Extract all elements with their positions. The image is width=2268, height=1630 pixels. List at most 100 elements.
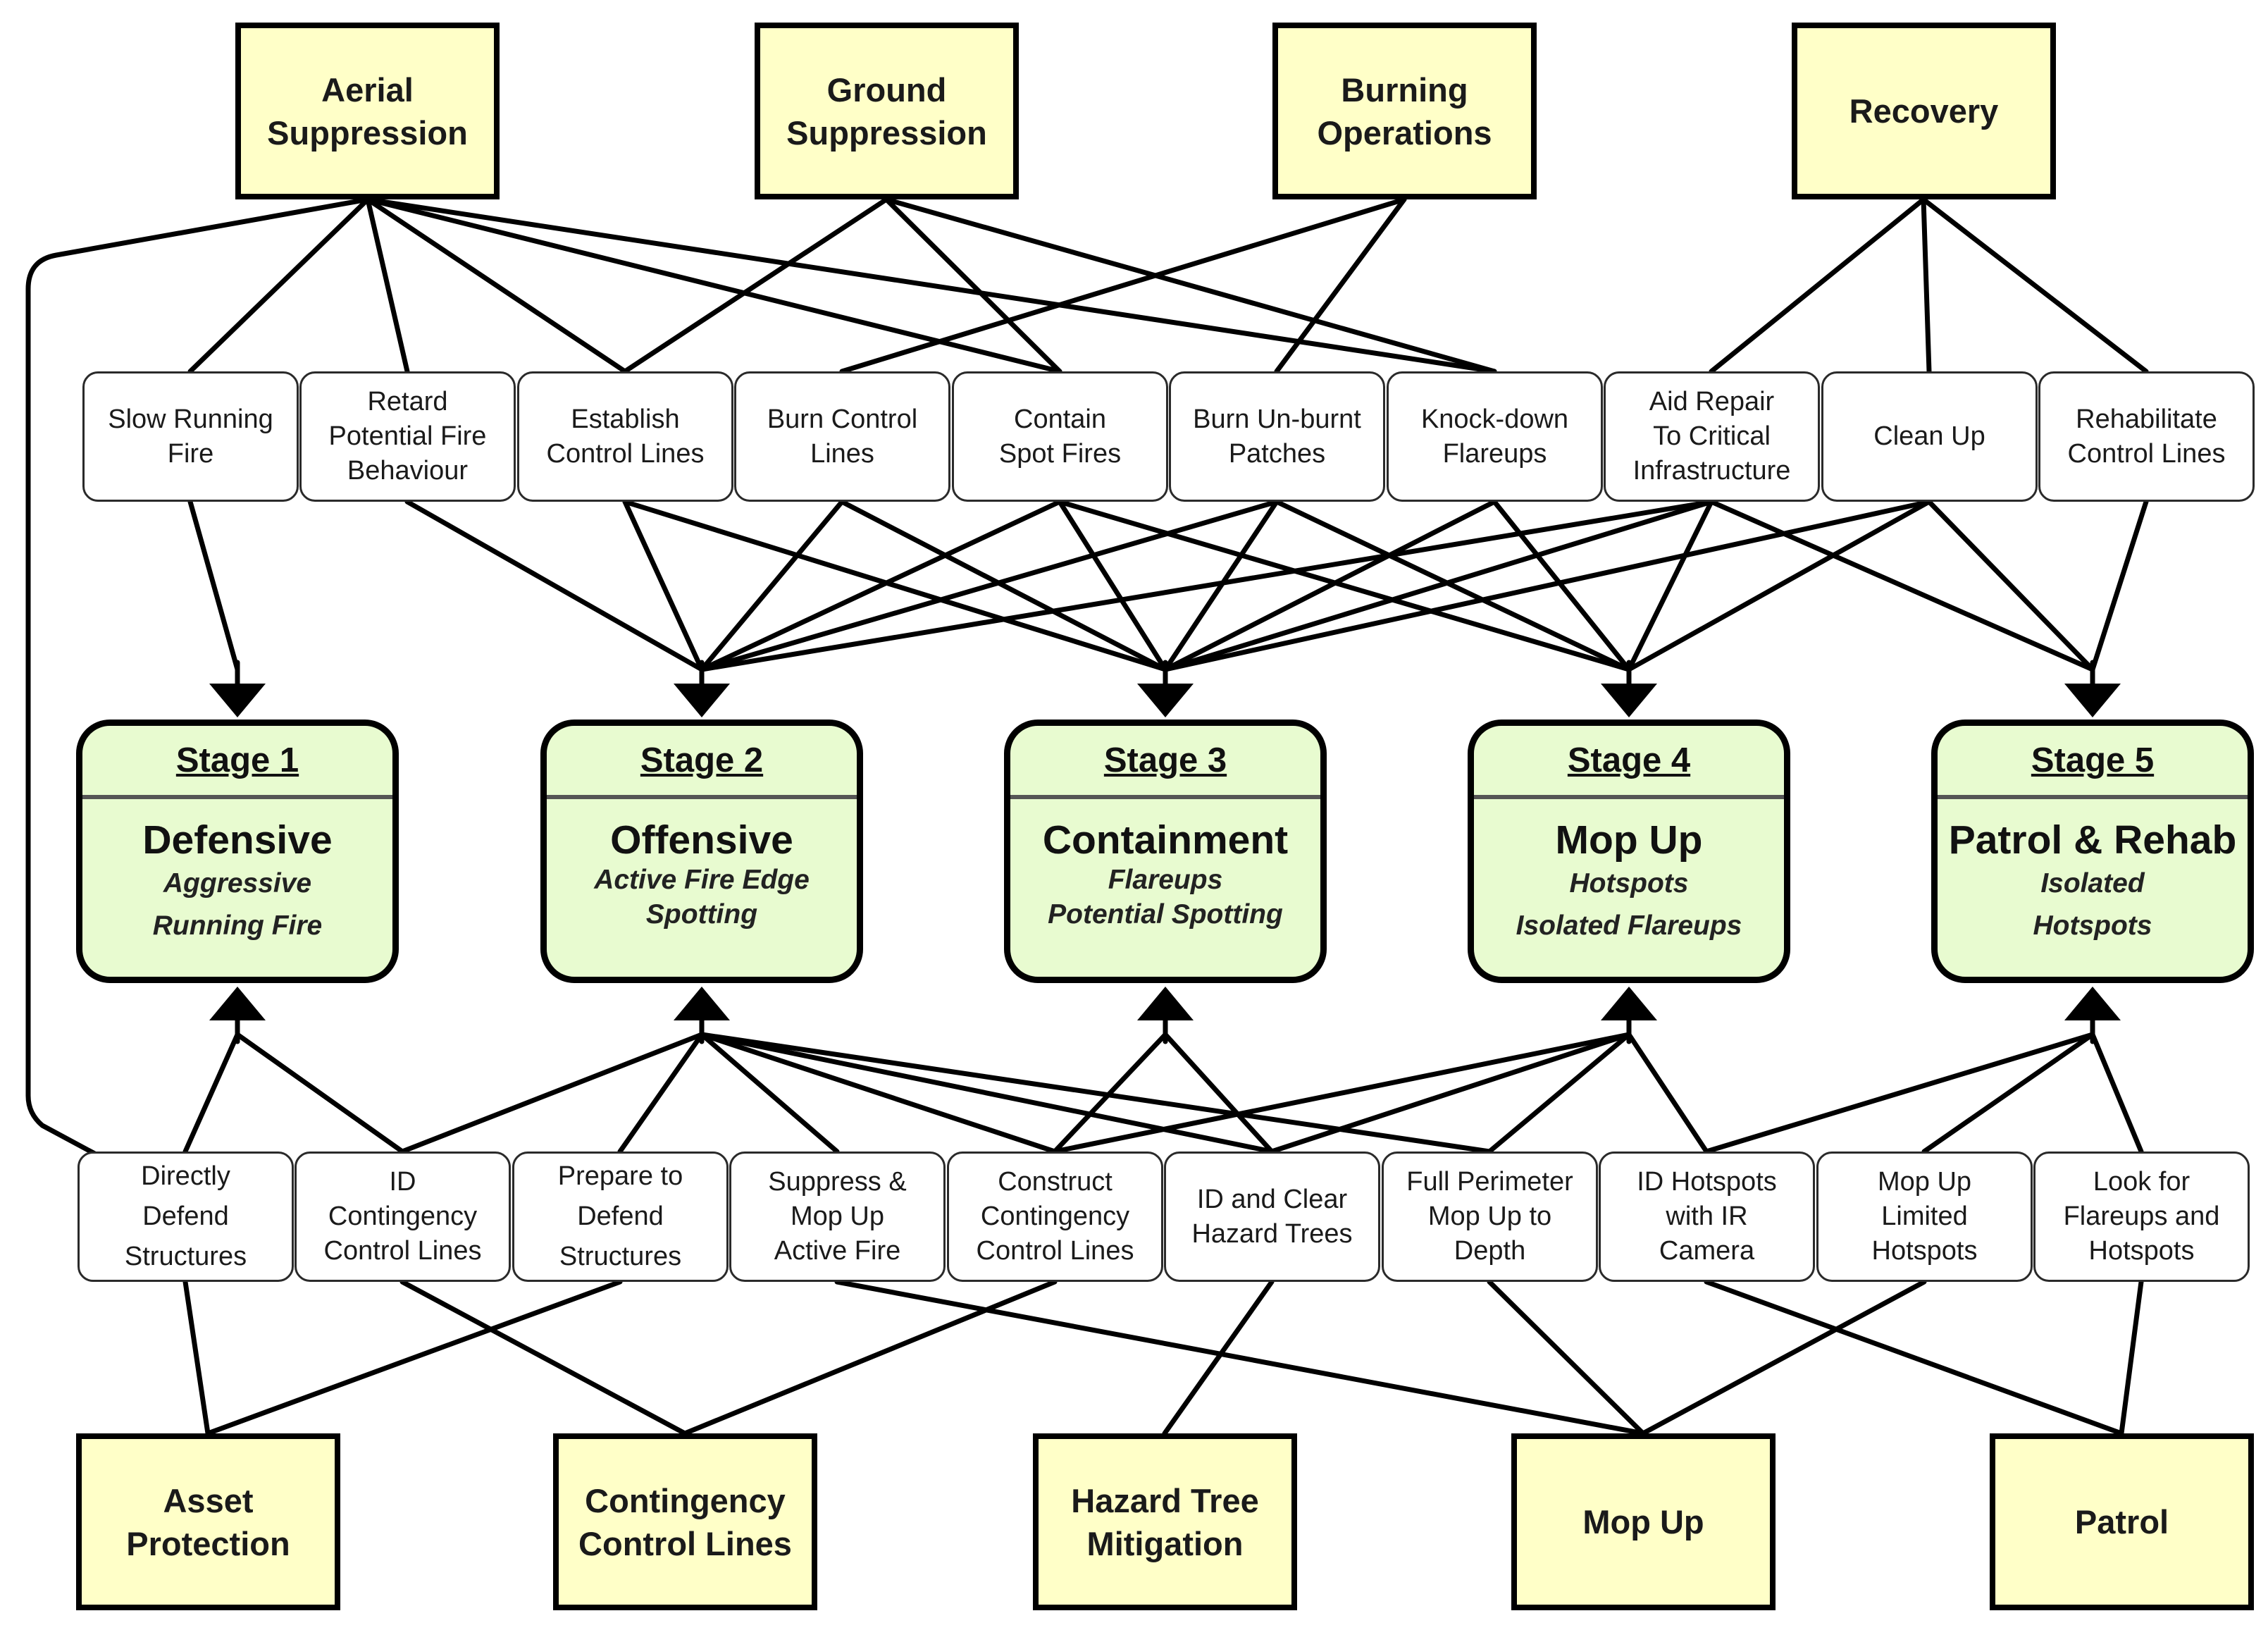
action-mop-up-limited-hotspots: Mop Up Limited Hotspots bbox=[1816, 1152, 2033, 1282]
stage-description: Isolated Hotspots bbox=[2033, 868, 2152, 941]
connector-line bbox=[1163, 499, 1714, 672]
action-id-and-clear-hazard-trees: ID and Clear Hazard Trees bbox=[1164, 1152, 1380, 1282]
action-suppress-mop-up-active-fire: Suppress & Mop Up Active Fire bbox=[729, 1152, 946, 1282]
connector-line bbox=[205, 1279, 623, 1436]
connector-line bbox=[1057, 499, 1168, 672]
connector-line bbox=[1926, 499, 2095, 672]
stage-description: Active Fire Edge Spotting bbox=[594, 865, 810, 930]
stage-label: Stage 1 bbox=[175, 741, 299, 779]
category-aerial-suppression: Aerial Suppression bbox=[235, 23, 500, 199]
connector-line bbox=[682, 1279, 1058, 1436]
action-label: ID Hotspots with IR Camera bbox=[1637, 1167, 1777, 1266]
category-label: Recovery bbox=[1849, 92, 1999, 130]
connector-line bbox=[699, 1032, 1275, 1154]
stage-4-mop-up: Stage 4 Mop Up Hotspots Isolated Flareup… bbox=[1468, 720, 1790, 983]
stage-name: Containment bbox=[1042, 817, 1289, 863]
action-label: Establish Control Lines bbox=[546, 404, 705, 469]
category-asset-protection: Asset Protection bbox=[76, 1433, 340, 1610]
stage-description: Hotspots Isolated Flareups bbox=[1516, 868, 1742, 941]
stage-header: Stage 3 bbox=[1010, 726, 1320, 799]
category-label: Aerial Suppression bbox=[267, 70, 468, 152]
connector-line bbox=[1052, 1032, 1168, 1154]
category-label: Burning Operations bbox=[1317, 70, 1492, 152]
arrow-head-down bbox=[1137, 684, 1194, 717]
action-directly-defend-structures: Directly Defend Structures bbox=[78, 1152, 294, 1282]
category-burning-operations: Burning Operations bbox=[1272, 23, 1537, 199]
action-prepare-to-defend-structures: Prepare to Defend Structures bbox=[512, 1152, 729, 1282]
arrow-head-up bbox=[1601, 987, 1657, 1020]
category-label: Contingency Control Lines bbox=[578, 1481, 792, 1562]
arrow-head-up bbox=[2064, 987, 2121, 1020]
connector-line bbox=[1626, 499, 1932, 672]
connector-line bbox=[1626, 499, 1714, 672]
connector-line bbox=[1921, 197, 1932, 374]
stage-name: Offensive bbox=[610, 817, 793, 863]
action-label: ID and Clear Hazard Trees bbox=[1191, 1184, 1353, 1249]
stage-label: Stage 2 bbox=[640, 741, 764, 779]
action-label: Full Perimeter Mop Up to Depth bbox=[1406, 1167, 1573, 1266]
connector-line bbox=[622, 197, 889, 374]
action-label: Knock-down Flareups bbox=[1420, 404, 1569, 469]
connector-line bbox=[1487, 1279, 1646, 1436]
action-label: Burn Control Lines bbox=[767, 404, 918, 469]
action-establish-control-lines: Establish Control Lines bbox=[517, 371, 733, 502]
connector-line bbox=[699, 499, 1062, 672]
stage-name: Patrol & Rehab bbox=[1948, 817, 2237, 863]
action-contain-spot-fires: Contain Spot Fires bbox=[952, 371, 1168, 502]
stage-header: Stage 2 bbox=[547, 726, 857, 799]
connector-line bbox=[1709, 197, 1926, 374]
connector-line bbox=[1921, 197, 2149, 374]
action-full-perimeter-mop-up: Full Perimeter Mop Up to Depth bbox=[1382, 1152, 1598, 1282]
stage-label: Stage 3 bbox=[1103, 741, 1227, 779]
action-label: Prepare to Defend Structures bbox=[557, 1161, 683, 1271]
connector-line bbox=[1163, 499, 1932, 672]
action-label: Construct Contingency Control Lines bbox=[976, 1167, 1134, 1266]
connector-line bbox=[1269, 1032, 1632, 1154]
action-label: Look for Flareups and Hotspots bbox=[2063, 1167, 2220, 1266]
action-construct-contingency-control-lines: Construct Contingency Control Lines bbox=[947, 1152, 1163, 1282]
connector-line bbox=[1921, 1032, 2095, 1154]
connector-line bbox=[839, 499, 1168, 672]
connector-line bbox=[182, 1279, 211, 1436]
action-look-for-flareups-hotspots: Look for Flareups and Hotspots bbox=[2033, 1152, 2250, 1282]
arrow-head-up bbox=[674, 987, 730, 1020]
action-rehabilitate-control-lines: Rehabilitate Control Lines bbox=[2038, 371, 2255, 502]
stage-1-defensive: Stage 1 Defensive Aggressive Running Fir… bbox=[76, 720, 399, 983]
category-ground-suppression: Ground Suppression bbox=[755, 23, 1019, 199]
arrow-head-down bbox=[674, 684, 730, 717]
action-label: Burn Un-burnt Patches bbox=[1193, 404, 1361, 469]
action-label: Clean Up bbox=[1873, 421, 1985, 451]
action-id-hotspots-ir-camera: ID Hotspots with IR Camera bbox=[1599, 1152, 1815, 1282]
action-knock-down-flareups: Knock-down Flareups bbox=[1387, 371, 1603, 502]
connector-line bbox=[1057, 499, 1632, 672]
action-retard-potential-fire-behaviour: Retard Potential Fire Behaviour bbox=[299, 371, 516, 502]
connector-line bbox=[187, 197, 371, 374]
connector-line bbox=[1704, 1032, 2095, 1154]
stage-description: Flareups Potential Spotting bbox=[1048, 865, 1283, 930]
connector-line bbox=[622, 499, 1168, 672]
connector-line bbox=[365, 197, 1497, 374]
connector-line bbox=[1163, 499, 1497, 672]
category-label: Asset Protection bbox=[126, 1481, 290, 1562]
connector-line bbox=[699, 499, 1279, 672]
arrow-head-up bbox=[1137, 987, 1194, 1020]
connector-line bbox=[1640, 1279, 1927, 1436]
action-label: Aid Repair To Critical Infrastructure bbox=[1632, 387, 1791, 486]
action-label: Contain Spot Fires bbox=[998, 404, 1122, 469]
connector-line bbox=[699, 1032, 840, 1154]
arrow-head-up bbox=[209, 987, 266, 1020]
connector-line bbox=[25, 197, 368, 1159]
connector-line bbox=[187, 499, 240, 672]
stage-5-patrol-rehab: Stage 5 Patrol & Rehab Isolated Hotspots bbox=[1931, 720, 2254, 983]
action-aid-repair-infrastructure: Aid Repair To Critical Infrastructure bbox=[1604, 371, 1820, 502]
action-label: ID Contingency Control Lines bbox=[323, 1167, 482, 1266]
connector-line bbox=[365, 197, 1062, 374]
action-clean-up: Clean Up bbox=[1821, 371, 2038, 502]
connector-line bbox=[699, 499, 1714, 672]
connector-line bbox=[884, 197, 1497, 374]
connector-line bbox=[1162, 1279, 1275, 1436]
connector-line bbox=[1163, 499, 1279, 672]
connector-line bbox=[399, 1279, 688, 1436]
